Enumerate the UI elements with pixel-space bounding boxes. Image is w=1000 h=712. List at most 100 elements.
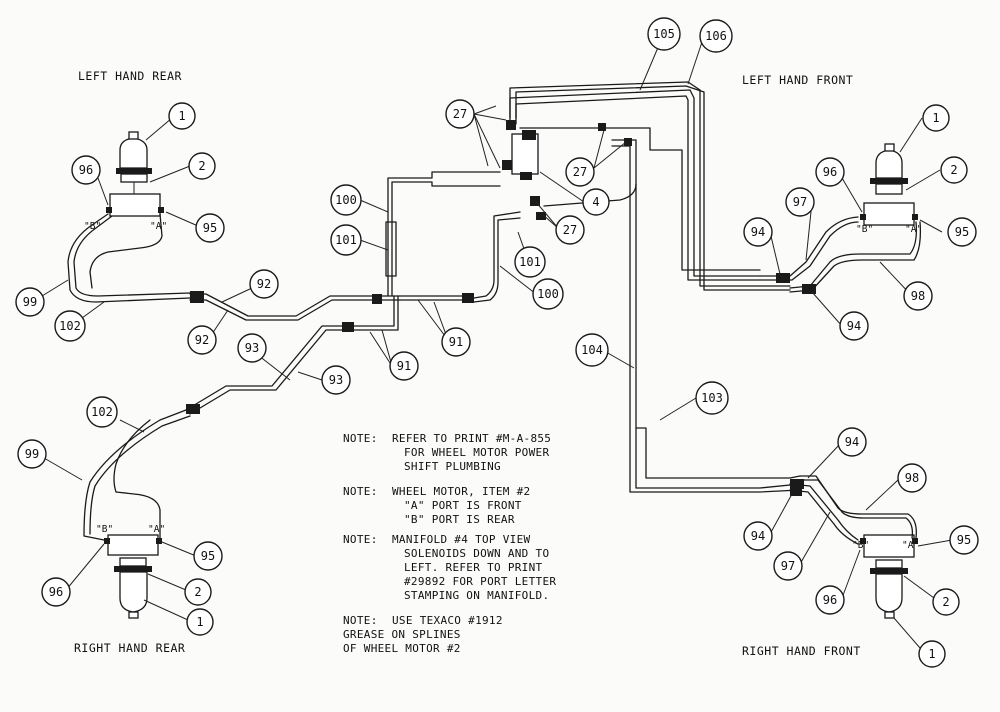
svg-text:91: 91 bbox=[449, 335, 463, 349]
note-4-line-2: GREASE ON SPLINES bbox=[343, 628, 461, 641]
svg-text:27: 27 bbox=[563, 223, 577, 237]
callout-100: 100 bbox=[330, 184, 362, 216]
callout-96: 96 bbox=[71, 155, 101, 185]
note-label: NOTE: bbox=[343, 533, 378, 546]
note-1-line-2: FOR WHEEL MOTOR POWER bbox=[404, 446, 549, 459]
callout-91: 91 bbox=[441, 327, 471, 357]
svg-text:95: 95 bbox=[203, 221, 217, 235]
svg-text:94: 94 bbox=[751, 225, 765, 239]
callout-97: 97 bbox=[773, 551, 803, 581]
svg-text:27: 27 bbox=[453, 107, 467, 121]
svg-text:98: 98 bbox=[905, 471, 919, 485]
svg-text:95: 95 bbox=[957, 533, 971, 547]
wheel-motor-left-hand-front bbox=[860, 143, 918, 226]
svg-text:102: 102 bbox=[59, 319, 81, 333]
port-label-a: "A" bbox=[150, 221, 167, 232]
callout-94: 94 bbox=[839, 311, 869, 341]
svg-text:94: 94 bbox=[751, 529, 765, 543]
svg-text:104: 104 bbox=[581, 343, 603, 357]
svg-text:2: 2 bbox=[194, 585, 201, 599]
svg-text:105: 105 bbox=[653, 27, 675, 41]
svg-text:1: 1 bbox=[932, 111, 939, 125]
callout-104: 104 bbox=[575, 333, 609, 367]
callout-27: 27 bbox=[555, 215, 585, 245]
callout-94: 94 bbox=[743, 521, 773, 551]
callout-101: 101 bbox=[514, 246, 546, 278]
wheel-motor-left-hand-rear bbox=[106, 131, 164, 217]
note-3-line-4: #29892 FOR PORT LETTER bbox=[404, 575, 556, 588]
svg-text:95: 95 bbox=[201, 549, 215, 563]
svg-text:102: 102 bbox=[91, 405, 113, 419]
svg-text:27: 27 bbox=[573, 165, 587, 179]
port-label-a: "A" bbox=[905, 224, 922, 235]
callout-97: 97 bbox=[785, 187, 815, 217]
callout-96: 96 bbox=[815, 585, 845, 615]
note-3-line-2: SOLENOIDS DOWN AND TO bbox=[404, 547, 549, 560]
svg-text:95: 95 bbox=[955, 225, 969, 239]
port-label-a: "A" bbox=[148, 524, 165, 535]
callout-99: 99 bbox=[17, 439, 47, 469]
note-4-line-1: USE TEXACO #1912 bbox=[392, 614, 503, 627]
port-label-b: "B" bbox=[852, 540, 869, 551]
hose-92 bbox=[189, 291, 401, 321]
hose-103-104 bbox=[543, 139, 801, 493]
svg-text:92: 92 bbox=[257, 277, 271, 291]
svg-text:103: 103 bbox=[701, 391, 723, 405]
callout-95: 95 bbox=[947, 217, 977, 247]
title-left-hand-rear: LEFT HAND REAR bbox=[78, 69, 182, 83]
callout-105: 105 bbox=[647, 17, 681, 51]
svg-text:1: 1 bbox=[178, 109, 185, 123]
note-1-line-3: SHIFT PLUMBING bbox=[404, 460, 501, 473]
hose-99-102-right-rear bbox=[83, 409, 191, 541]
hose-100-101 bbox=[385, 171, 521, 303]
callout-98: 98 bbox=[897, 463, 927, 493]
callout-1: 1 bbox=[918, 640, 946, 668]
callout-27: 27 bbox=[565, 157, 595, 187]
svg-text:92: 92 bbox=[195, 333, 209, 347]
svg-text:96: 96 bbox=[79, 163, 93, 177]
note-block: NOTE: REFER TO PRINT #M-A-855 FOR WHEEL … bbox=[343, 432, 556, 655]
note-3-line-3: LEFT. REFER TO PRINT bbox=[404, 561, 543, 574]
callout-93: 93 bbox=[321, 365, 351, 395]
note-label: NOTE: bbox=[343, 614, 378, 627]
callout-95: 95 bbox=[949, 525, 979, 555]
hose-97-98-left-front bbox=[759, 216, 922, 294]
svg-text:1: 1 bbox=[196, 615, 203, 629]
callout-102: 102 bbox=[86, 396, 118, 428]
svg-text:94: 94 bbox=[845, 435, 859, 449]
callout-4: 4 bbox=[582, 188, 610, 216]
note-label: NOTE: bbox=[343, 432, 378, 445]
hose-97-98-right-front bbox=[789, 475, 917, 545]
callout-2: 2 bbox=[188, 152, 216, 180]
svg-text:96: 96 bbox=[49, 585, 63, 599]
callout-99: 99 bbox=[15, 287, 45, 317]
svg-text:97: 97 bbox=[793, 195, 807, 209]
note-label: NOTE: bbox=[343, 485, 378, 498]
port-label-b: "B" bbox=[96, 524, 113, 535]
callout-2: 2 bbox=[184, 578, 212, 606]
svg-text:101: 101 bbox=[335, 233, 357, 247]
callout-98: 98 bbox=[903, 281, 933, 311]
svg-text:96: 96 bbox=[823, 593, 837, 607]
wheel-motor-right-hand-rear bbox=[104, 534, 162, 619]
svg-text:100: 100 bbox=[335, 193, 357, 207]
callout-1: 1 bbox=[186, 608, 214, 636]
leader-lines bbox=[41, 37, 953, 649]
svg-text:99: 99 bbox=[23, 295, 37, 309]
svg-text:100: 100 bbox=[537, 287, 559, 301]
svg-text:99: 99 bbox=[25, 447, 39, 461]
callout-96: 96 bbox=[815, 157, 845, 187]
callout-93: 93 bbox=[237, 333, 267, 363]
note-1-line-1: REFER TO PRINT #M-A-855 bbox=[392, 432, 551, 445]
svg-text:98: 98 bbox=[911, 289, 925, 303]
hose-99-102-left-rear bbox=[67, 213, 191, 303]
callout-2: 2 bbox=[940, 156, 968, 184]
hose-91 bbox=[342, 293, 474, 332]
note-4-line-3: OF WHEEL MOTOR #2 bbox=[343, 642, 461, 655]
svg-text:93: 93 bbox=[329, 373, 343, 387]
callout-106: 106 bbox=[699, 19, 733, 53]
callout-103: 103 bbox=[695, 381, 729, 415]
callout-92: 92 bbox=[187, 325, 217, 355]
